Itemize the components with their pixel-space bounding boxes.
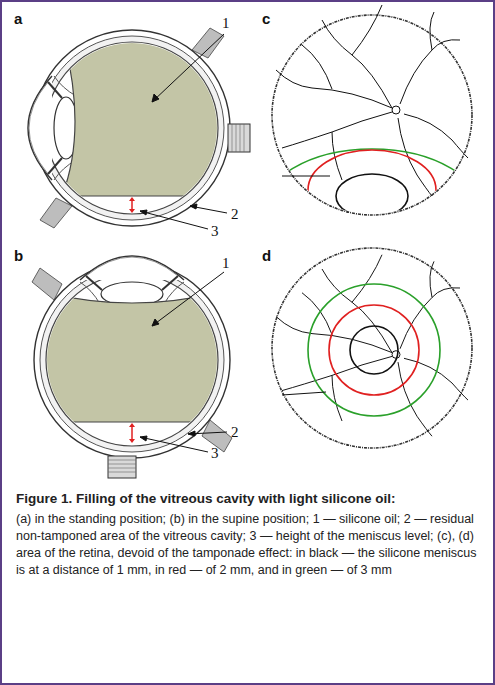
figure-caption: Figure 1. Filling of the vitreous cavity… [16, 490, 478, 579]
panel-letter: c [262, 11, 270, 26]
callout-number: 2 [231, 207, 239, 222]
caption-text: (a) in the standing position; (b) in the… [16, 511, 478, 579]
panel-letter: b [14, 248, 23, 263]
callout-number: 1 [222, 256, 230, 271]
panel-letter: d [262, 248, 271, 263]
panel-letter: a [14, 11, 22, 26]
figure-title: Figure 1. Filling of the vitreous cavity… [16, 490, 478, 508]
callout-number: 1 [222, 16, 230, 31]
callout-number: 3 [211, 446, 219, 461]
callout-number: 2 [231, 425, 239, 440]
callout-number: 3 [211, 224, 219, 239]
